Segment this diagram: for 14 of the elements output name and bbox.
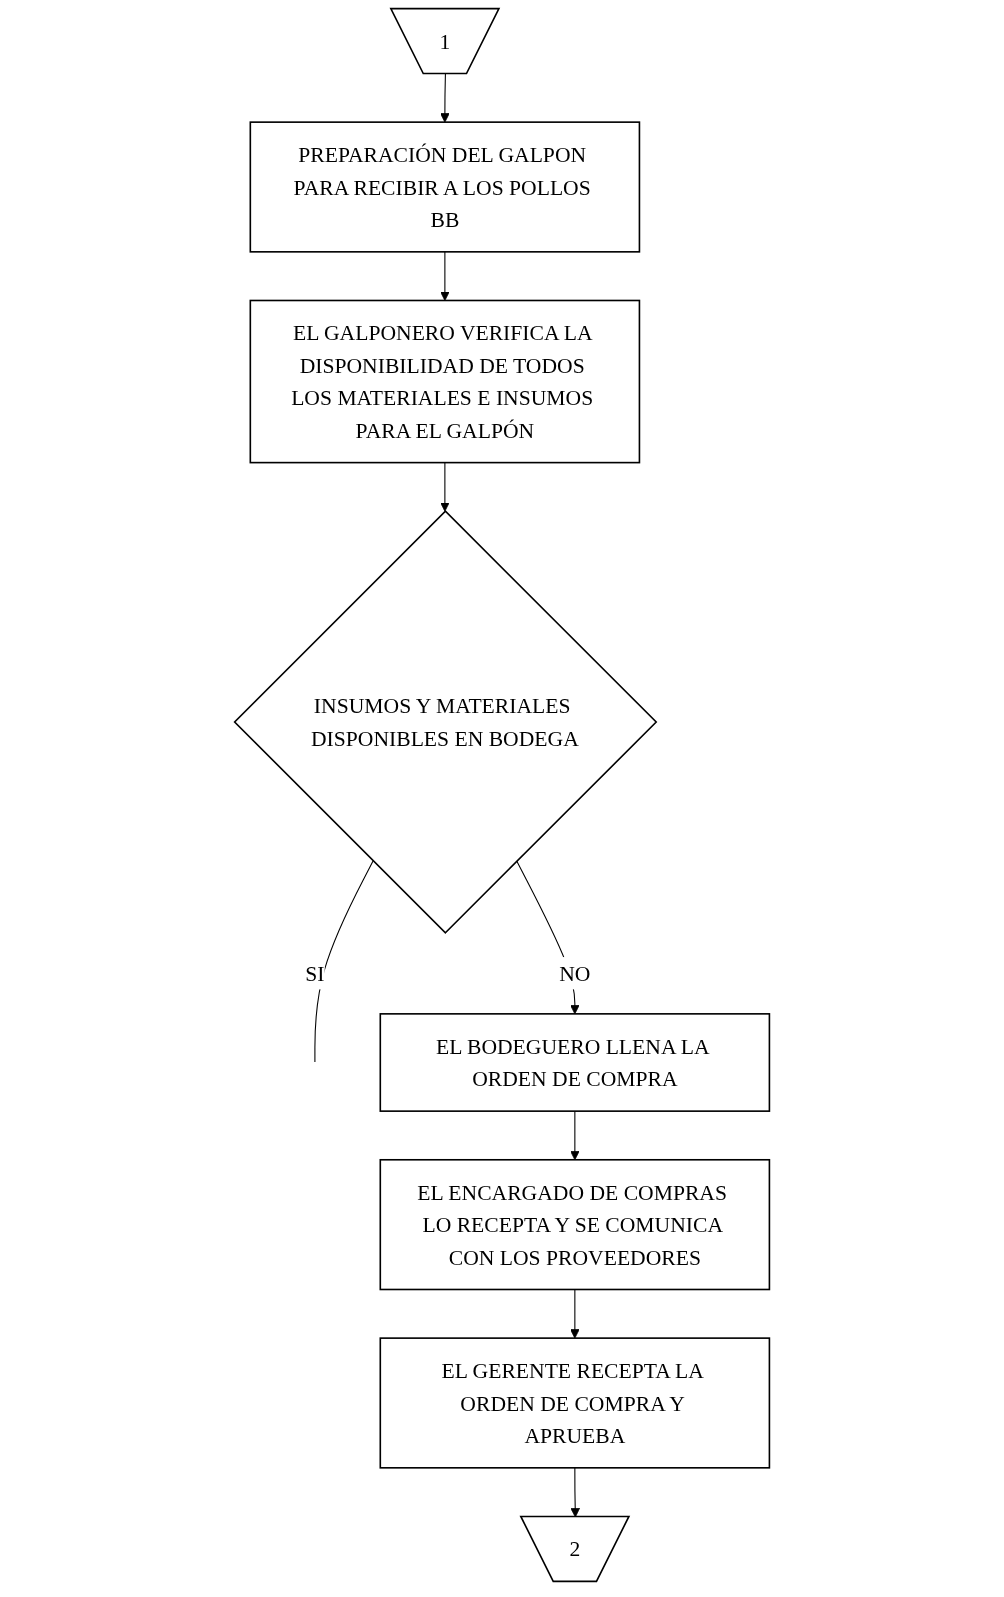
- edge-label: NO: [559, 961, 591, 986]
- arrow: [440, 251, 450, 301]
- connector: [314, 860, 374, 1063]
- node-box: EL GERENTE RECEPTA LA ORDEN DE COMPRA Y APRUEBA: [379, 1337, 771, 1469]
- arrow: [440, 462, 450, 512]
- arrow: [570, 1288, 580, 1339]
- arrow: [440, 73, 450, 123]
- node-box: EL GALPONERO VERIFICA LA DISPONIBILIDAD DE TODOS LOS MATERIALES E INSUMOS PARA EL GALPÓN: [249, 299, 641, 464]
- node-box: EL ENCARGADO DE COMPRAS LO RECEPTA Y SE COMUNICA CON LOS PROVEEDORES: [379, 1158, 771, 1291]
- arrow: [570, 1110, 580, 1161]
- node-diamond: INSUMOS Y MATERIALES DISPONIBLES EN BODEGA: [233, 510, 658, 934]
- edge-label: SI: [305, 961, 325, 986]
- node-box: EL BODEGUERO LLENA LA ORDEN DE COMPRA: [379, 1013, 771, 1112]
- node-box: PREPARACIÓN DEL GALPON PARA RECIBIR A LOS POLLOS BB: [249, 121, 641, 253]
